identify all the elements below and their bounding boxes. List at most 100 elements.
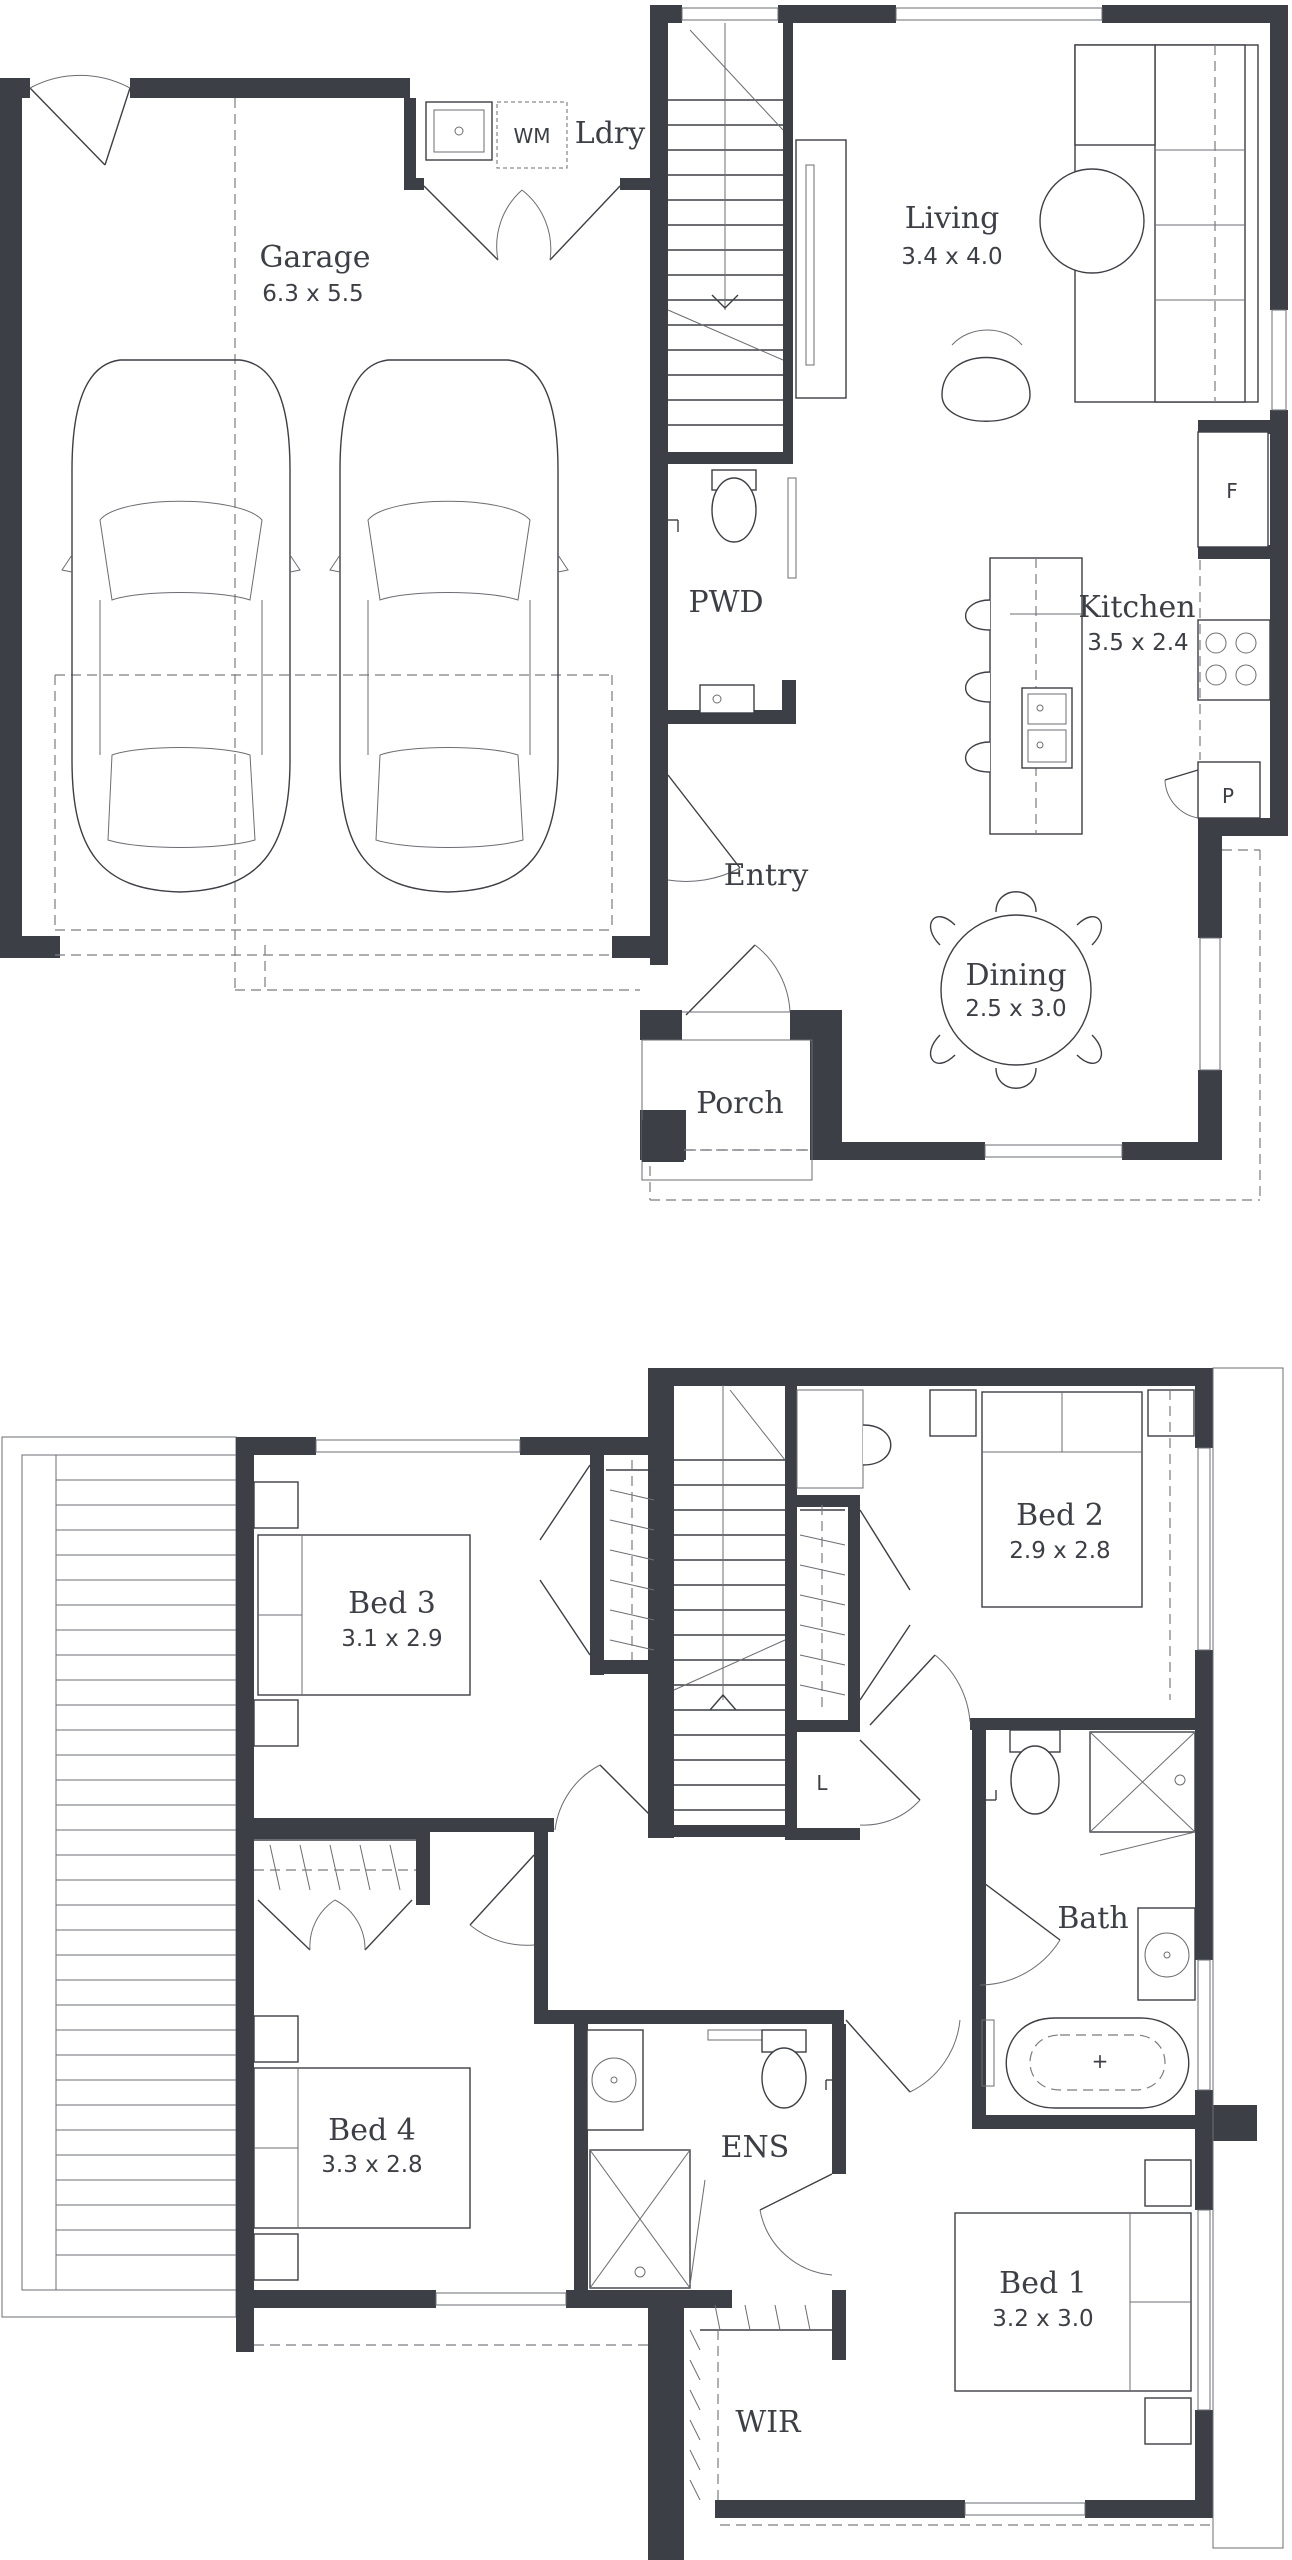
linen-cupboard — [785, 1720, 921, 1840]
laundry-doors[interactable] — [423, 185, 621, 261]
bath-door[interactable] — [979, 1879, 1061, 1986]
ensuite-inner-door[interactable] — [759, 2173, 833, 2276]
dining-chair — [995, 891, 1037, 913]
bathroom: + — [972, 1718, 1207, 2129]
bed2-room — [785, 1380, 1195, 1730]
pantry-label: P — [1222, 784, 1234, 808]
powder-door[interactable] — [787, 477, 797, 579]
garage-dashed-outline — [54, 98, 640, 991]
bedside-table — [929, 1389, 977, 1437]
ensuite — [574, 2024, 846, 2304]
bedside-table — [253, 2015, 299, 2063]
laundry: WM Ldry — [404, 98, 660, 261]
ensuite-basin — [586, 2029, 644, 2131]
powder-label: PWD — [688, 585, 763, 620]
stool-3 — [964, 741, 991, 773]
bed2-desk — [796, 1389, 864, 1489]
kitchen-dims: 3.5 x 2.4 — [1087, 630, 1188, 656]
dining-chair — [1076, 1034, 1103, 1064]
dining-chair — [1076, 916, 1103, 946]
car-left — [61, 359, 301, 893]
ground-floor: Garage 6.3 x 5.5 WM Ldry — [0, 5, 1288, 1201]
washer-label: WM — [513, 124, 550, 148]
living-label: Living — [905, 201, 1000, 236]
desk-chair — [862, 1424, 892, 1466]
stool-2 — [964, 671, 991, 703]
ensuite-door[interactable] — [845, 2019, 961, 2093]
bed1-room — [954, 2159, 1192, 2445]
cooktop — [1197, 619, 1271, 701]
dining-label: Dining — [965, 958, 1066, 993]
bath-label: Bath — [1057, 1901, 1128, 1936]
dining-dims: 2.5 x 3.0 — [965, 996, 1066, 1022]
bedside-table — [253, 1699, 299, 1747]
bedside-table — [253, 1481, 299, 1529]
armchair — [941, 356, 1031, 422]
walk-in-robe — [689, 2290, 846, 2501]
pantry[interactable] — [1197, 761, 1261, 819]
dining-chair — [995, 1067, 1037, 1089]
ensuite-toilet — [761, 2047, 807, 2109]
fridge-space — [1197, 431, 1269, 548]
bathtub — [1005, 2017, 1190, 2109]
hallway-walls — [250, 1818, 961, 2093]
bed4-dims: 3.3 x 2.8 — [321, 2152, 422, 2178]
bath-toilet — [1010, 1745, 1060, 1815]
porch-label: Porch — [696, 1086, 784, 1121]
windows-first — [315, 1367, 1284, 2549]
fridge-label: F — [1226, 479, 1238, 503]
powder-basin — [699, 684, 755, 714]
laundry-label: Ldry — [575, 116, 645, 151]
dining-chair — [929, 916, 956, 946]
linen-label: L — [816, 1771, 828, 1795]
staircase-ground — [667, 23, 793, 464]
garage-label: Garage — [259, 240, 370, 275]
bed3-label: Bed 3 — [348, 1586, 436, 1621]
bed3-room — [253, 1455, 661, 1832]
staircase-first — [650, 1368, 795, 1840]
bedside-table — [1144, 2159, 1192, 2207]
bath-basin — [1137, 1907, 1196, 2001]
svg-text:+: + — [1092, 2049, 1109, 2073]
bed2-door[interactable] — [869, 1654, 971, 1726]
bed2-label: Bed 2 — [1016, 1498, 1104, 1533]
front-door[interactable] — [682, 944, 791, 1016]
house-walls-first — [236, 1368, 1257, 2560]
bed1-dims: 3.2 x 3.0 — [992, 2306, 1093, 2332]
garage-dims: 6.3 x 5.5 — [262, 281, 363, 307]
bed4-robe — [254, 1839, 416, 1951]
kitchen-sink — [1021, 687, 1073, 769]
dining-chair — [929, 1034, 956, 1064]
bed4-label: Bed 4 — [328, 2113, 416, 2148]
bed1-label: Bed 1 — [999, 2266, 1087, 2301]
bed4-door[interactable] — [469, 1854, 535, 1946]
coffee-table — [1039, 168, 1145, 274]
wir-label: WIR — [735, 2405, 802, 2440]
bed2-dims: 2.9 x 2.8 — [1009, 1538, 1110, 1564]
stool-1 — [964, 599, 991, 631]
dining-table — [940, 914, 1092, 1066]
porch — [641, 1039, 813, 1181]
kitchen: F P — [964, 420, 1288, 835]
kitchen-label: Kitchen — [1078, 590, 1195, 625]
bed3-door[interactable] — [554, 1764, 661, 1831]
roof-slats — [1, 1436, 237, 2318]
bed3-dims: 3.1 x 2.9 — [341, 1626, 442, 1652]
dining-set — [929, 891, 1103, 1089]
car-right — [329, 359, 569, 893]
bedside-table — [1147, 1389, 1195, 1437]
linen-door[interactable] — [859, 1739, 921, 1826]
entry-label: Entry — [724, 858, 809, 893]
garage-walls — [0, 78, 662, 958]
bed3-robe — [539, 1460, 660, 1660]
bedside-table — [253, 2233, 299, 2281]
powder-toilet — [711, 477, 757, 543]
garage-side-door[interactable] — [29, 74, 131, 166]
bedside-table — [1144, 2397, 1192, 2445]
entry-door[interactable] — [667, 774, 741, 882]
living-furniture — [795, 44, 1259, 422]
living-dims: 3.4 x 4.0 — [901, 244, 1002, 270]
bed2-robe — [799, 1505, 911, 1710]
windows-ground — [681, 7, 1287, 1158]
